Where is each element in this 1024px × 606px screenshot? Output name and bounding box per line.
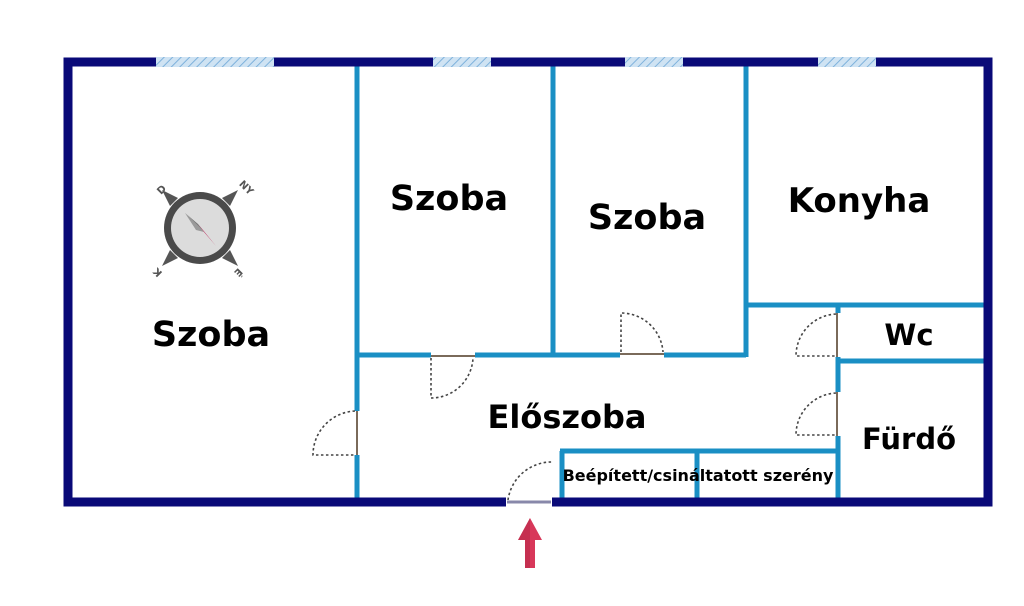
outer-wall	[63, 57, 993, 507]
door-swing	[312, 410, 356, 456]
window	[156, 57, 274, 67]
room-label-szoba-right: Szoba	[588, 198, 706, 238]
room-label-szoba-left: Szoba	[152, 315, 270, 355]
door-swing	[507, 461, 553, 501]
room-label-storage: Beépített/csináltatott szerény	[563, 466, 834, 485]
door-swing	[795, 392, 837, 436]
window	[818, 57, 876, 67]
room-label-wc: Wc	[884, 318, 933, 352]
room-label-konyha: Konyha	[788, 181, 931, 221]
doors	[312, 312, 843, 508]
compass-label-k: K	[151, 264, 165, 278]
window	[625, 57, 683, 67]
compass-label-e: É	[231, 265, 245, 279]
compass-label-ny: NY	[236, 179, 255, 198]
door-swing	[795, 313, 837, 357]
room-label-szoba-middle: Szoba	[390, 179, 508, 219]
door-swing	[620, 312, 664, 353]
room-label-eloszoba: Előszoba	[488, 398, 647, 436]
entrance-arrow-icon	[518, 518, 542, 568]
compass-icon: D NY K É	[151, 179, 256, 280]
windows	[156, 57, 876, 67]
room-label-furdo: Fürdő	[862, 422, 956, 456]
window	[433, 57, 491, 67]
door-swing	[430, 357, 474, 399]
